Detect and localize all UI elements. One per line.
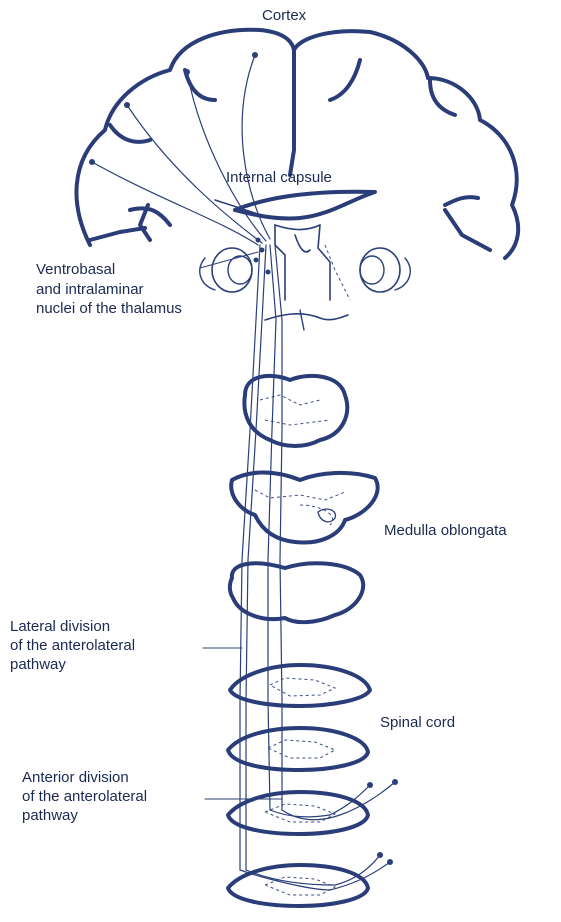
label-internal-capsule: Internal capsule (226, 168, 332, 187)
spinal-cord-section-2 (228, 728, 368, 770)
label-lateral-division-line-3: pathway (10, 655, 66, 674)
lower-medulla-section (230, 563, 363, 622)
label-thalamus-line-3: nuclei of the thalamus (36, 299, 182, 318)
spinal-cord-section-3 (228, 792, 368, 834)
label-lateral-division-line-2: of the anterolateral (10, 636, 135, 655)
cortex-outline (76, 30, 518, 258)
label-anterior-division-line-3: pathway (22, 806, 78, 825)
label-spinal-cord: Spinal cord (380, 713, 455, 732)
leader-lines (200, 252, 282, 799)
label-lateral-division-line-1: Lateral division (10, 617, 110, 636)
thalamus-region (200, 225, 410, 330)
label-anterior-division-line-2: of the anterolateral (22, 787, 147, 806)
label-medulla-oblongata: Medulla oblongata (384, 521, 507, 540)
label-thalamus-line-1: Ventrobasal (36, 260, 115, 279)
spinal-cord-section-1 (230, 665, 370, 706)
label-cortex: Cortex (262, 6, 306, 25)
label-anterior-division-line-1: Anterior division (22, 768, 129, 787)
label-thalamus-line-2: and intralaminar (36, 280, 144, 299)
brainstem-section-upper (244, 376, 347, 446)
